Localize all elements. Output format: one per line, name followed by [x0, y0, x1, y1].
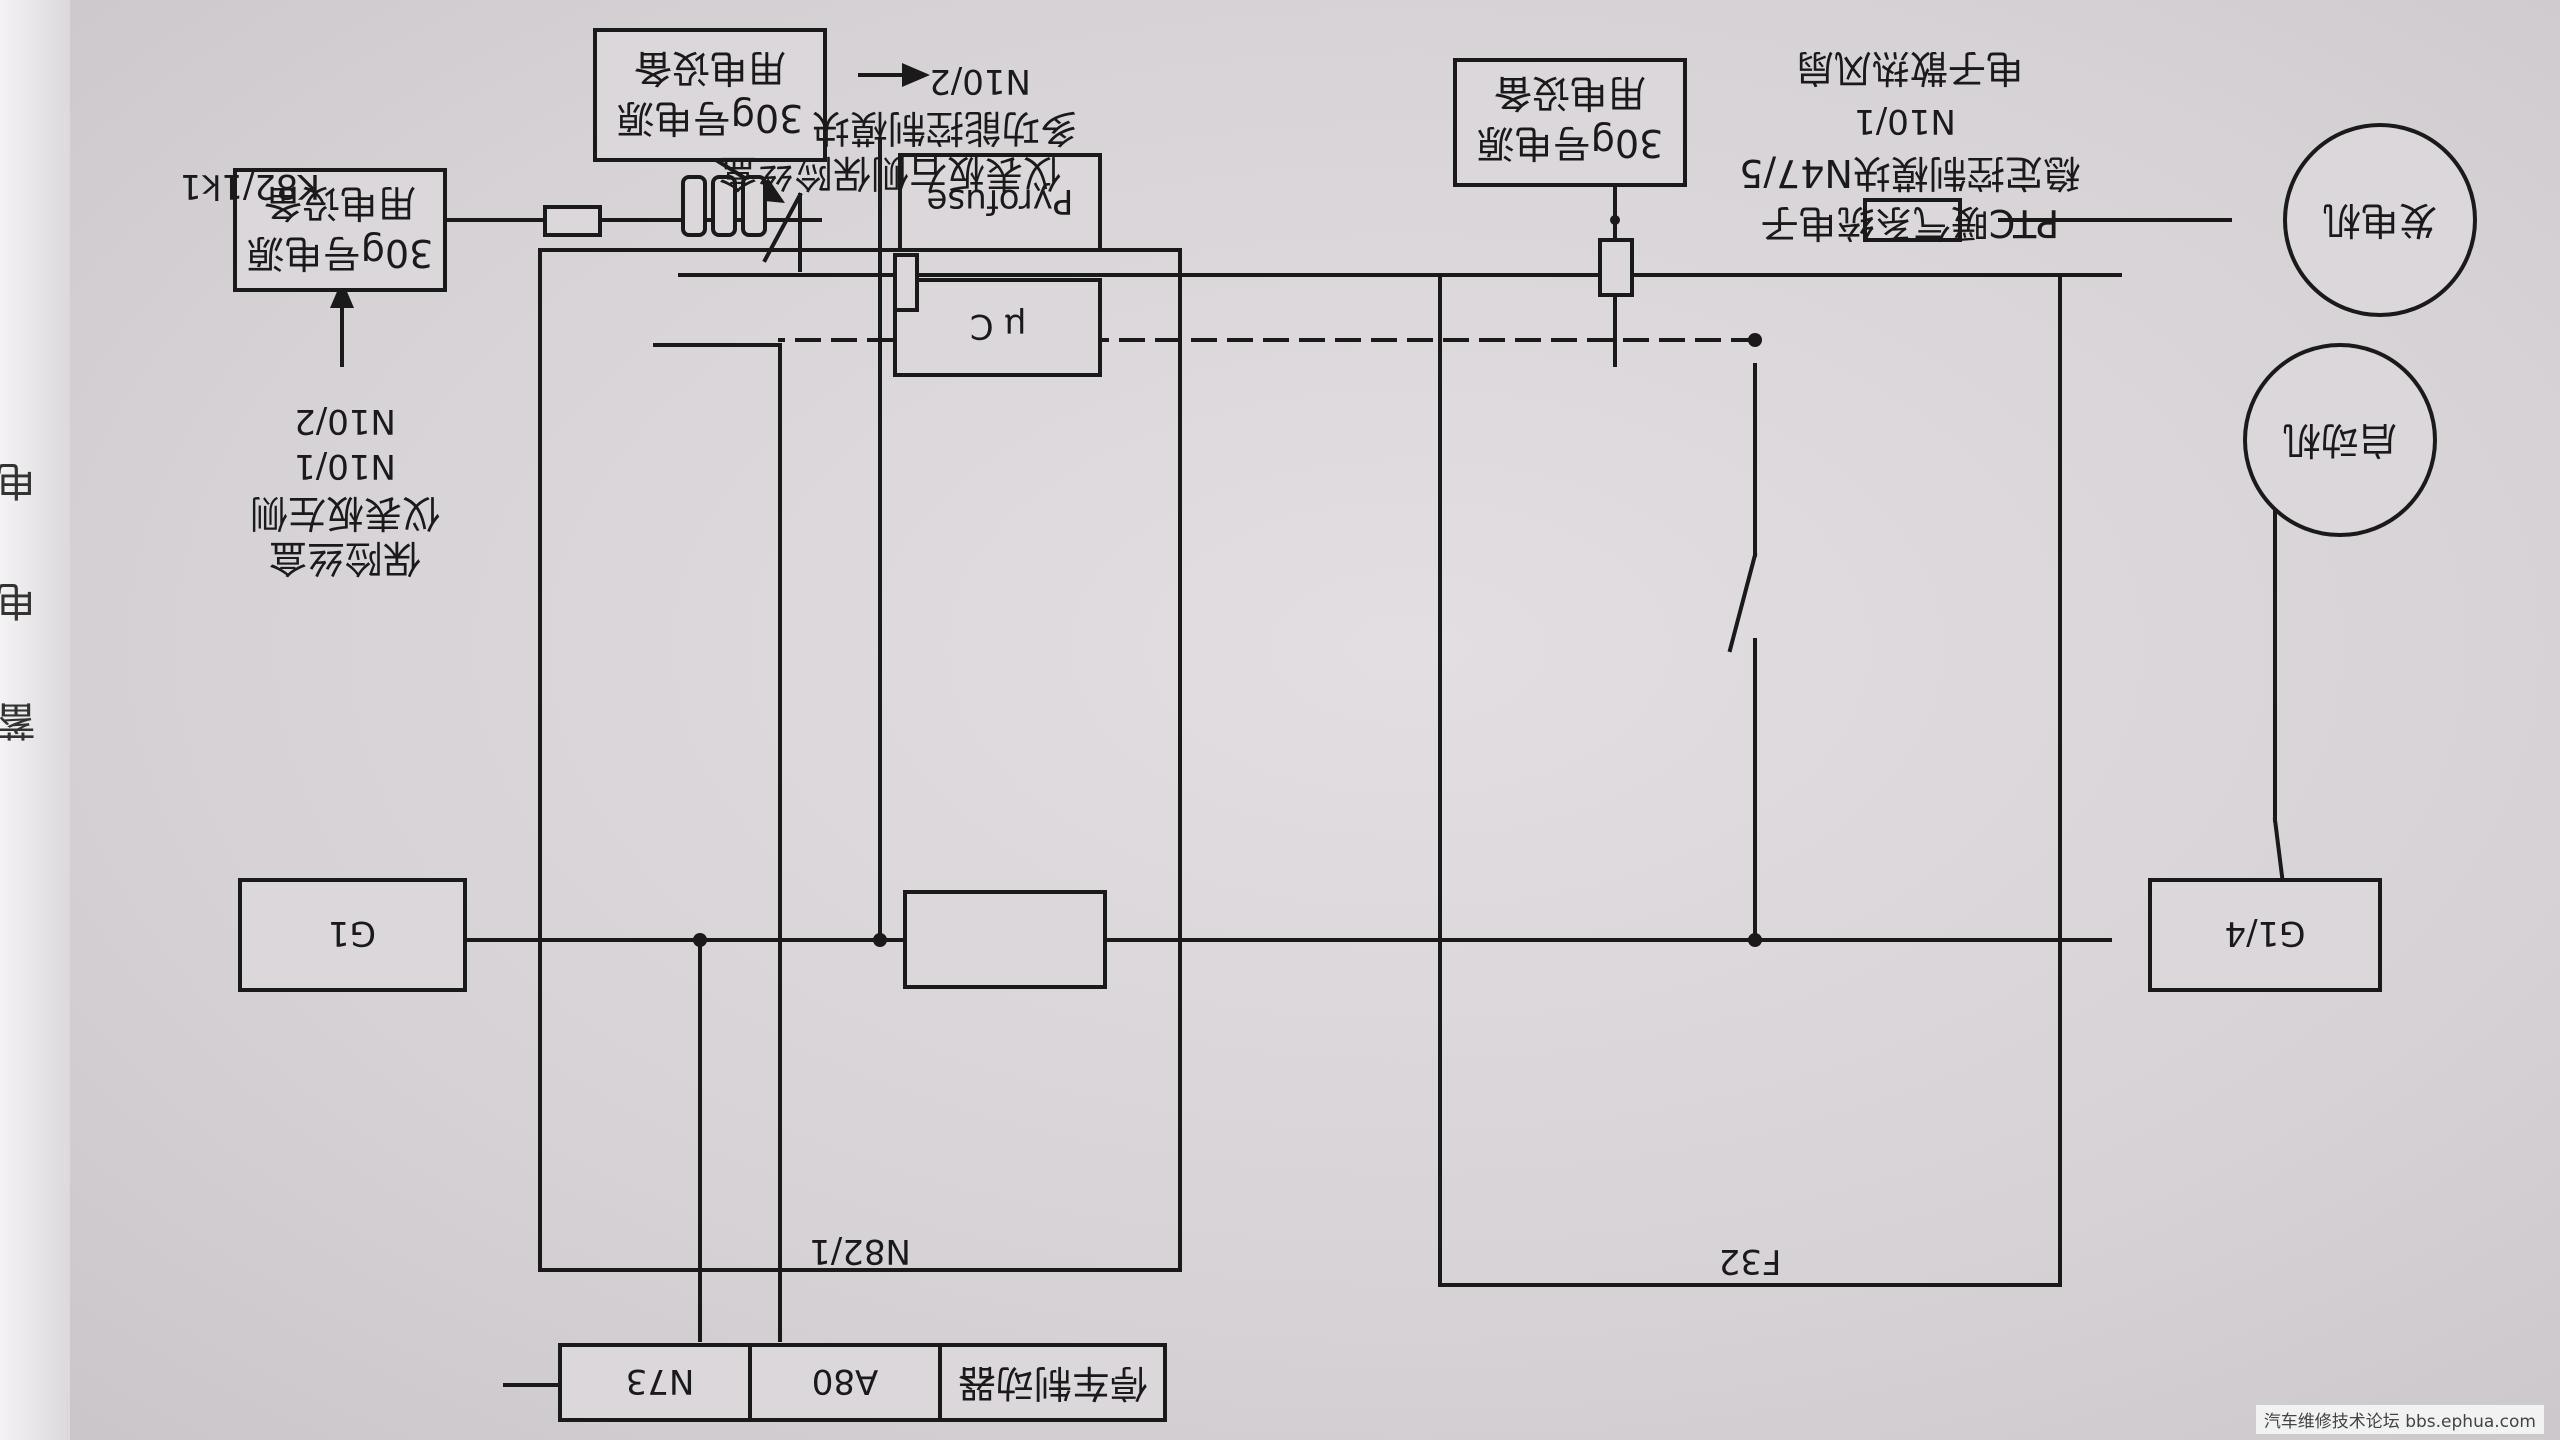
label-power-left-1: 30g号电源 [247, 231, 433, 275]
box-g1 [238, 878, 467, 992]
box-parking-brake [938, 1343, 1167, 1422]
box-power-right [1453, 58, 1687, 187]
box-pyrofuse [898, 153, 1102, 252]
label-left-fuse-2: 保险丝盒 [269, 536, 421, 580]
circle-generator [2283, 123, 2477, 317]
label-uc: μ C [970, 306, 1026, 346]
f32-container [1438, 273, 2062, 1287]
watermark: 汽车维修技术论坛 bbs.ephua.com [2255, 1405, 2544, 1434]
label-mid-n10-2: N10/2 [929, 61, 1031, 101]
label-power-left-2: 用电设备 [264, 181, 416, 225]
label-right-fan: 电子散热风扇 [1796, 46, 2024, 90]
fuse-generator [1863, 198, 1962, 242]
left-arrow-head [330, 280, 354, 308]
label-g1: G1 [328, 913, 376, 953]
label-left-n10-2: N10/2 [294, 401, 396, 441]
box-n73 [558, 1343, 762, 1422]
junction-dot [1748, 333, 1762, 347]
label-n82: N82/1 [809, 1231, 911, 1271]
box-uc [893, 278, 1102, 377]
label-power-right-1: 30g号电源 [1477, 121, 1663, 165]
box-g1-4 [2148, 878, 2382, 992]
label-power-mid-1: 30g号电源 [617, 96, 803, 140]
junction-dot [1748, 933, 1762, 947]
label-right-n47-1: 稳定控制模块N47/5 [1739, 151, 2081, 195]
label-pyrofuse: Pyrofuse [927, 181, 1074, 221]
label-power-mid-2: 用电设备 [634, 46, 786, 90]
junction-dots [693, 215, 1762, 947]
label-n73: N73 [626, 1361, 695, 1401]
page-edge: 蓄 电 电 [0, 0, 70, 1440]
fuse-left-power [543, 205, 602, 237]
fuse-block-triple [681, 175, 767, 237]
label-generator: 发电机 [2323, 198, 2437, 242]
label-left-n10-1: N10/1 [294, 446, 396, 486]
k82-switch-blade [762, 192, 803, 263]
label-left-fuse-1: 仪表板左侧 [250, 491, 440, 535]
label-power-right-2: 用电设备 [1494, 71, 1646, 115]
junction-dot [1610, 215, 1620, 225]
label-starter: 启动机 [2283, 418, 2397, 462]
box-a80 [748, 1343, 942, 1422]
label-k82: K82/1k1 [180, 166, 320, 206]
junction-dot [693, 933, 707, 947]
fuse-mid-1 [893, 253, 919, 312]
box-unlabeled [903, 890, 1107, 989]
mid-arrow-head [902, 63, 930, 87]
label-mid-fuse: 仪表板右侧保险丝盒 [719, 151, 1061, 195]
circle-starter [2243, 343, 2437, 537]
box-power-mid [593, 28, 827, 162]
label-a80: A80 [812, 1361, 879, 1401]
label-g1-4: G1/4 [2224, 913, 2305, 953]
label-right-n47-2: PTC暖气系统电子 [1761, 201, 2059, 245]
page-edge-text: 蓄 电 电 [0, 457, 36, 743]
label-f32: F32 [1719, 1241, 1782, 1281]
label-right-n10-1: N10/1 [1854, 101, 1956, 141]
fuse-right-power [1598, 238, 1634, 297]
f32-switch-blade [1727, 552, 1758, 653]
label-mid-module: 多功能控制模块 [812, 106, 1078, 150]
label-parking-brake: 停车制动器 [958, 1361, 1148, 1405]
junction-dot [873, 933, 887, 947]
box-power-left [233, 168, 447, 292]
n82-container [538, 248, 1182, 1272]
